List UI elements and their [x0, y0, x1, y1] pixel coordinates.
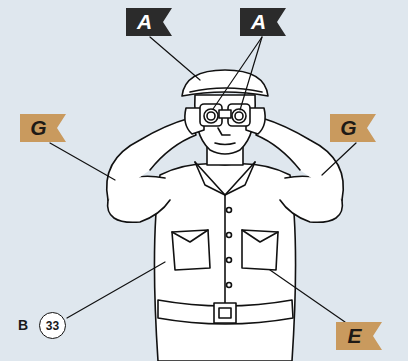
paint-code: G — [340, 116, 356, 140]
callout-number: 33 — [46, 319, 59, 333]
part-number-circle: 33 — [39, 312, 66, 339]
sprue-letter: B — [18, 317, 28, 333]
paint-flag: G — [330, 114, 376, 142]
paint-flag: A — [126, 8, 172, 36]
paint-flag: A — [240, 8, 286, 36]
paint-code: G — [30, 116, 46, 140]
paint-code: E — [347, 324, 361, 348]
paint-flag: G — [20, 114, 66, 142]
paint-flag: E — [336, 322, 382, 350]
paint-code: A — [251, 10, 266, 34]
paint-code: A — [137, 10, 152, 34]
